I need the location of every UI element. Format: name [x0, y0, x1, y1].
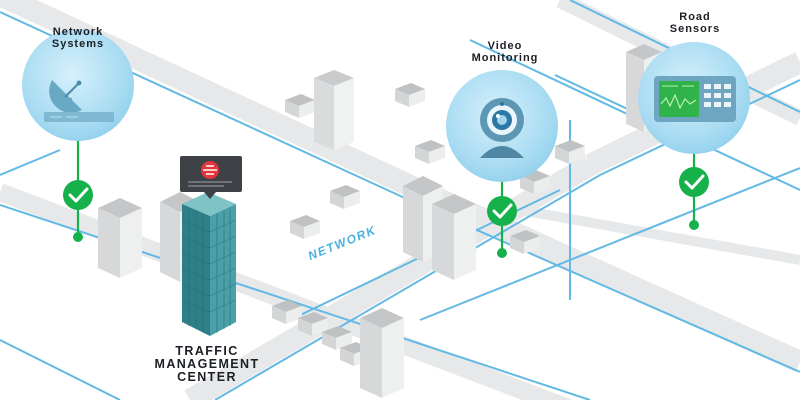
road-sensors-label: Road Sensors: [640, 11, 750, 35]
house: [510, 230, 540, 254]
network-systems-node[interactable]: [22, 29, 134, 242]
check-icon: [63, 180, 93, 210]
network-systems-label-line: Network: [52, 26, 104, 38]
video-monitoring-node[interactable]: [446, 70, 558, 258]
house: [520, 170, 550, 194]
tmc-label-line: MANAGEMENT: [154, 357, 260, 371]
network-systems-label-line: Systems: [51, 38, 105, 50]
satellite-dish-icon: [44, 80, 114, 122]
traffic-management-center-label: TRAFFIC MANAGEMENT CENTER: [142, 345, 272, 384]
network-systems-label: Network Systems: [28, 26, 128, 50]
office-building: [360, 308, 404, 398]
video-monitoring-label: Video Monitoring: [452, 40, 558, 64]
house: [395, 83, 425, 107]
house: [330, 185, 360, 209]
video-monitoring-label-line: Video: [487, 40, 523, 52]
sensor-monitor-icon: [654, 76, 736, 122]
office-building: [432, 194, 476, 280]
check-icon: [679, 167, 709, 197]
house: [555, 140, 585, 164]
tmc-badge[interactable]: [180, 156, 242, 199]
house: [285, 94, 315, 118]
office-building: [314, 70, 354, 150]
road-sensors-label-line: Road: [679, 11, 711, 23]
house: [415, 140, 445, 164]
traffic-management-tower[interactable]: [181, 192, 237, 336]
tmc-label-line: TRAFFIC: [175, 344, 239, 358]
video-monitoring-label-line: Monitoring: [471, 52, 539, 64]
tmc-label-line: CENTER: [177, 370, 237, 384]
road-sensors-label-line: Sensors: [669, 23, 721, 35]
house: [290, 215, 320, 239]
check-icon: [487, 196, 517, 226]
office-building: [98, 198, 142, 278]
road-sensors-node[interactable]: [638, 42, 750, 230]
houses: [272, 83, 585, 366]
webcam-icon: [480, 98, 524, 158]
